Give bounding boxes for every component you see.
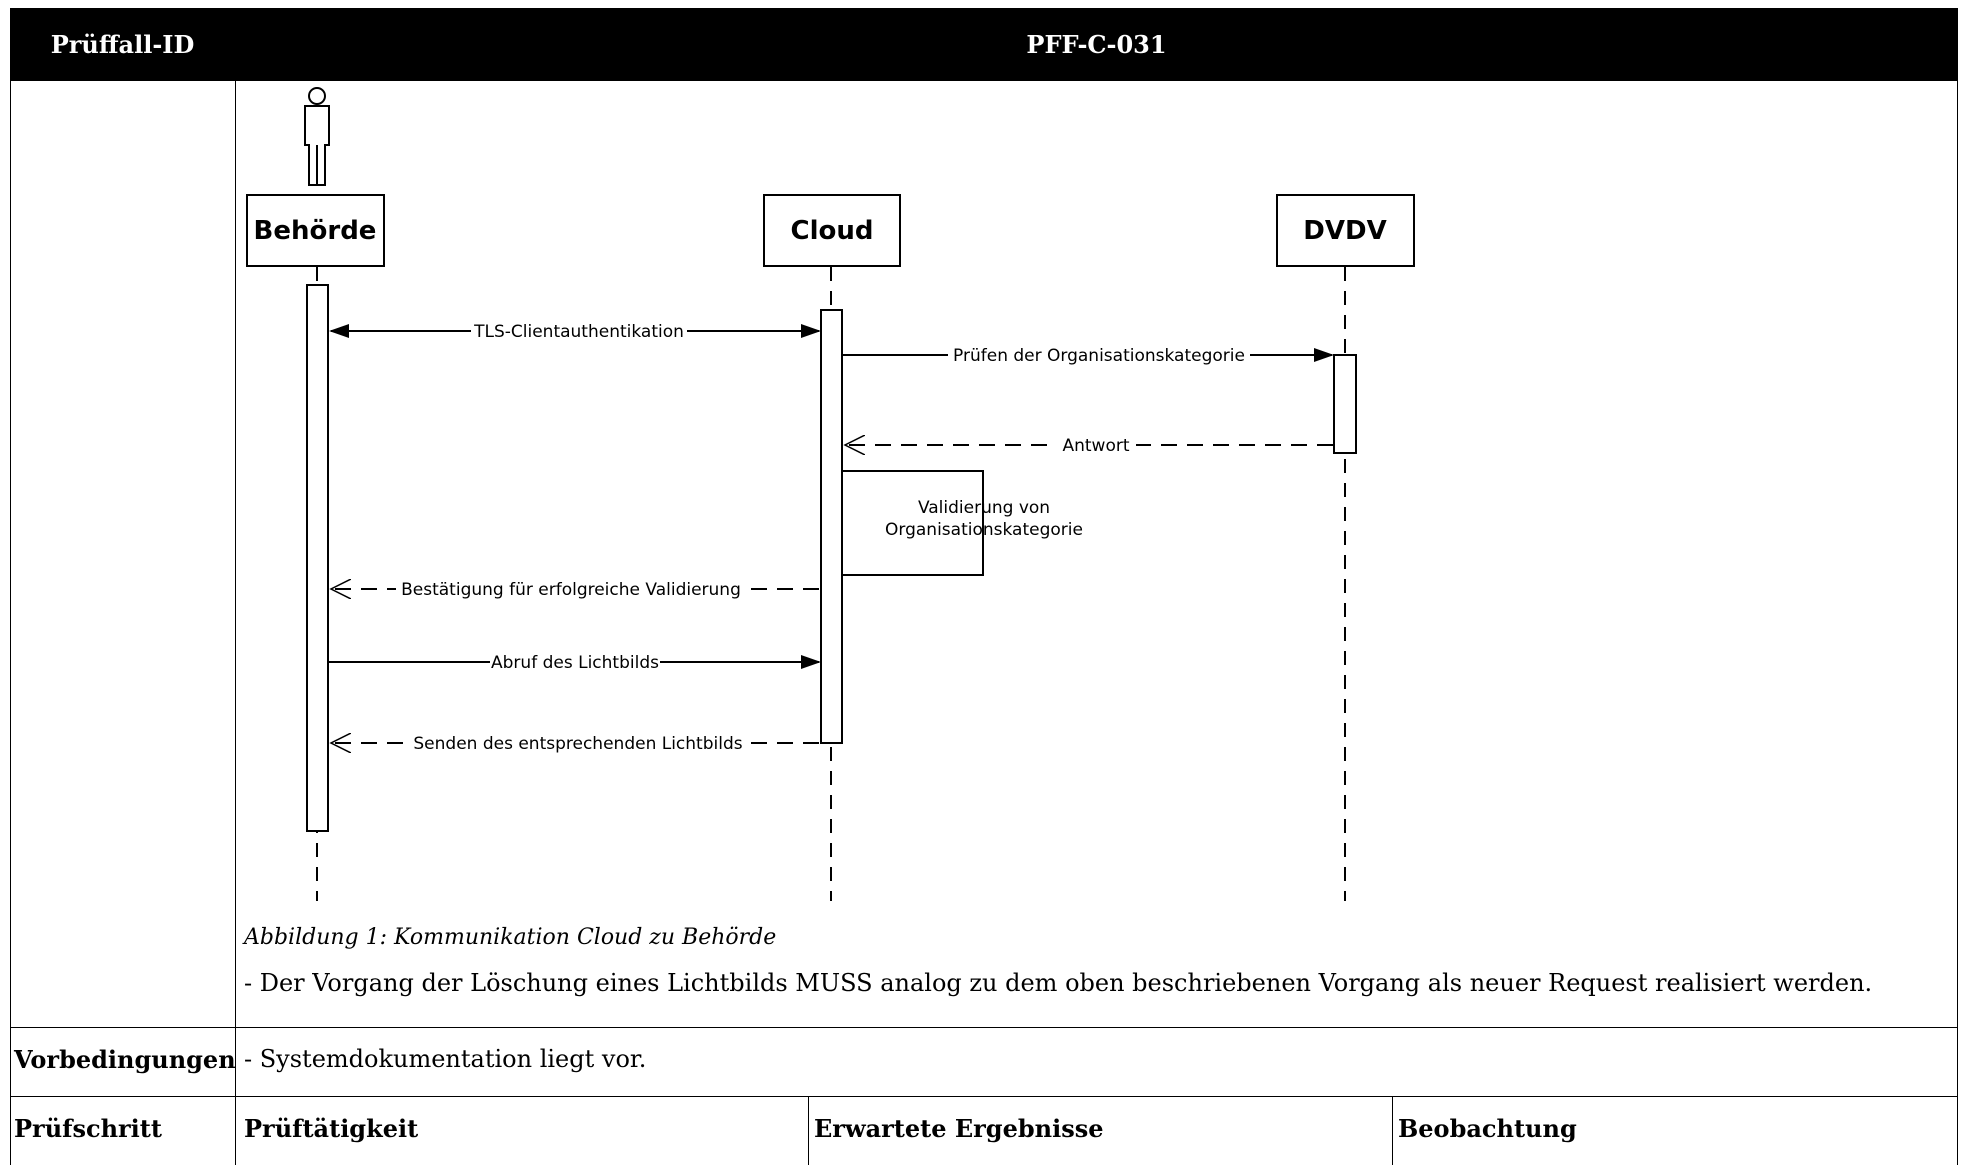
figure-caption: Abbildung 1: Kommunikation Cloud zu Behö… bbox=[244, 925, 777, 950]
sequence-diagram: Behörde Cloud DVDV TLS-Clientauthentikat… bbox=[246, 87, 1415, 901]
participant-cloud: Cloud bbox=[763, 194, 901, 267]
table-border-left bbox=[10, 81, 11, 1165]
table-border-right bbox=[1957, 81, 1958, 1165]
test-case-id-value: PFF-C-031 bbox=[1026, 30, 1167, 59]
actor-icon bbox=[304, 87, 330, 186]
row-divider-preconditions bbox=[10, 1027, 1958, 1028]
message-check-label: Prüfen der Organisationskategorie bbox=[953, 346, 1245, 366]
participant-dvdv: DVDV bbox=[1276, 194, 1415, 267]
preconditions-label: Vorbedingungen bbox=[14, 1045, 236, 1074]
self-validation-frame bbox=[843, 470, 984, 576]
row-divider-columns bbox=[10, 1096, 1958, 1097]
column-header-expected: Erwartete Ergebnisse bbox=[814, 1114, 1104, 1143]
participant-behoerde-label: Behörde bbox=[254, 216, 377, 246]
message-tls-label: TLS-Clientauthentikation bbox=[473, 322, 684, 342]
participant-behoerde: Behörde bbox=[246, 194, 385, 267]
activation-behoerde bbox=[306, 284, 329, 832]
self-validation-line2: Organisationskategorie bbox=[885, 520, 1083, 540]
activation-cloud bbox=[820, 309, 843, 744]
message-answer-label: Antwort bbox=[1062, 436, 1129, 456]
column-header-observation: Beobachtung bbox=[1398, 1114, 1577, 1143]
message-fetch-label: Abruf des Lichtbilds bbox=[491, 653, 659, 673]
message-send-label: Senden des entsprechenden Lichtbilds bbox=[413, 734, 742, 754]
test-case-id-label: Prüffall-ID bbox=[50, 30, 195, 59]
preconditions-text: - Systemdokumentation liegt vor. bbox=[244, 1045, 647, 1073]
header-bar: Prüffall-ID PFF-C-031 bbox=[10, 8, 1958, 81]
column-header-activity: Prüftätigkeit bbox=[244, 1114, 419, 1143]
message-confirm-label: Bestätigung für erfolgreiche Validierung bbox=[401, 580, 741, 600]
test-case-table: Prüffall-ID PFF-C-031 bbox=[10, 8, 1958, 1165]
column-header-step: Prüfschritt bbox=[14, 1114, 162, 1143]
column-divider-observation bbox=[1392, 1096, 1393, 1165]
column-divider-expected bbox=[808, 1096, 809, 1165]
participant-dvdv-label: DVDV bbox=[1303, 216, 1386, 246]
column-divider-label bbox=[235, 81, 236, 1165]
requirement-note: - Der Vorgang der Löschung eines Lichtbi… bbox=[244, 969, 1873, 997]
self-validation-line1: Validierung von bbox=[918, 498, 1050, 518]
activation-dvdv bbox=[1333, 354, 1357, 454]
participant-cloud-label: Cloud bbox=[791, 216, 874, 246]
